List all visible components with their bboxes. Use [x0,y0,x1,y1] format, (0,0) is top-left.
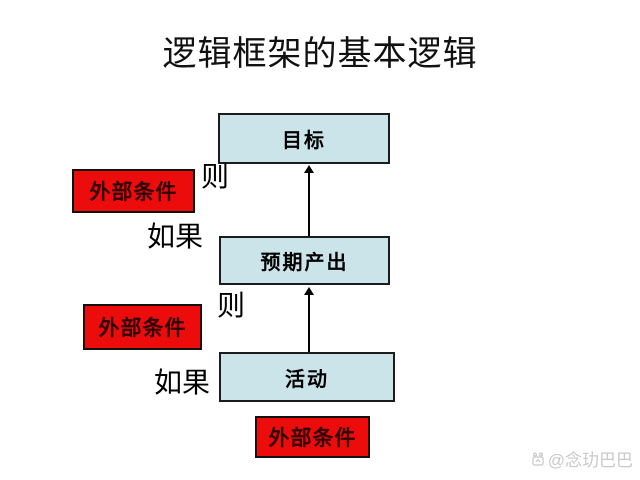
box-expected-output: 预期产出 [219,236,390,285]
box-activity: 活动 [219,352,395,402]
watermark: @念玏巴巴 [530,446,633,471]
external-condition-box-1: 外部条件 [72,169,195,213]
external-condition-box-2: 外部条件 [83,304,202,350]
watermark-logo-icon [530,451,546,467]
if-label-1: 如果 [147,222,204,253]
page-title: 逻辑框架的基本逻辑 [162,36,478,73]
box-activity-label: 活动 [285,368,329,391]
arrow-up-output-to-goal [308,171,310,236]
if-label-2: 如果 [154,368,211,399]
arrow-up-icon [304,287,314,295]
watermark-text: @念玏巴巴 [547,451,633,470]
box-expected-output-label: 预期产出 [260,252,349,274]
arrow-up-activity-to-output [308,293,310,352]
box-goal-label: 目标 [282,130,326,152]
arrow-up-icon [304,165,314,173]
then-label-2: 则 [217,291,246,322]
external-condition-label-3: 外部条件 [268,426,357,450]
external-condition-label-1: 外部条件 [89,180,178,204]
then-label-1: 则 [201,162,230,193]
external-condition-box-3: 外部条件 [255,416,370,458]
external-condition-label-2: 外部条件 [98,316,187,340]
box-goal: 目标 [218,113,390,164]
